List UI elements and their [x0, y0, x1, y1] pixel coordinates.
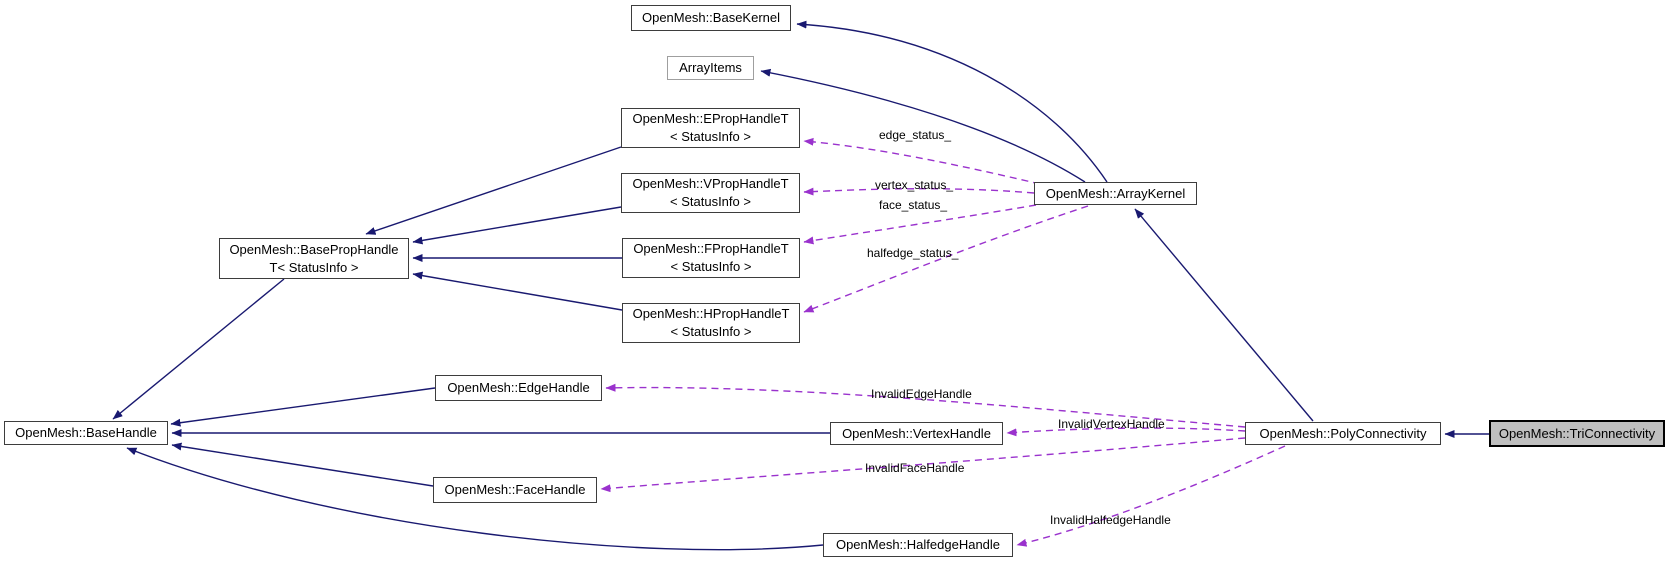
edge-baseprop-basehandle — [112, 278, 285, 420]
node-halfedgehandle-label: OpenMesh::HalfedgeHandle — [835, 537, 1001, 553]
edge-label-vertex-status: vertex_status_ — [875, 178, 954, 192]
edge-polyconnectivity-halfedgehandle-invalid — [1016, 445, 1286, 547]
edge-polyconnectivity-arraykernel — [1134, 208, 1314, 422]
edge-polyconnectivity-vertexhandle-invalid — [1006, 427, 1246, 437]
node-vprophandlet[interactable]: OpenMesh::VPropHandleT < StatusInfo > — [621, 173, 800, 213]
edge-eprop-baseprop — [365, 146, 622, 235]
edge-polyconnectivity-edgehandle-invalid — [605, 383, 1246, 428]
edge-label-invalid-vertex-handle: InvalidVertexHandle — [1058, 417, 1165, 431]
node-facehandle[interactable]: OpenMesh::FaceHandle — [433, 477, 597, 503]
node-baseprophandlet-label-line1: OpenMesh::BasePropHandle — [229, 241, 399, 257]
node-basehandle[interactable]: OpenMesh::BaseHandle — [4, 421, 168, 445]
edge-polyconnectivity-facehandle-invalid — [600, 437, 1246, 493]
node-triconnectivity: OpenMesh::TriConnectivity — [1489, 420, 1665, 447]
node-baseprophandlet-label-line2: T< StatusInfo > — [269, 259, 359, 275]
edge-arraykernel-hprop-halfedge-status — [803, 205, 1089, 313]
node-fprophandlet-label-line2: < StatusInfo > — [670, 259, 752, 274]
edge-arraykernel-arrayitems — [760, 68, 1086, 183]
node-hprophandlet[interactable]: OpenMesh::HPropHandleT < StatusInfo > — [622, 303, 800, 343]
node-arrayitems-label: ArrayItems — [679, 60, 742, 76]
node-arraykernel[interactable]: OpenMesh::ArrayKernel — [1034, 182, 1197, 205]
node-fprophandlet-label-line1: OpenMesh::FPropHandleT — [633, 241, 789, 257]
edge-hprop-baseprop — [412, 271, 623, 311]
edge-label-invalid-halfedge-handle: InvalidHalfedgeHandle — [1050, 513, 1171, 527]
node-vertexhandle-label: OpenMesh::VertexHandle — [842, 425, 991, 441]
node-vertexhandle[interactable]: OpenMesh::VertexHandle — [830, 422, 1003, 445]
node-polyconnectivity[interactable]: OpenMesh::PolyConnectivity — [1245, 422, 1441, 445]
node-triconnectivity-label: OpenMesh::TriConnectivity — [1498, 425, 1656, 441]
node-hprophandlet-label-line1: OpenMesh::HPropHandleT — [632, 306, 790, 322]
node-basehandle-label: OpenMesh::BaseHandle — [15, 425, 157, 441]
edge-label-invalid-face-handle: InvalidFaceHandle — [865, 461, 965, 475]
edge-label-invalid-edge-handle: InvalidEdgeHandle — [871, 387, 972, 401]
node-baseprophandlet[interactable]: OpenMesh::BasePropHandle T< StatusInfo > — [219, 238, 409, 279]
edge-arraykernel-fprop-face-status — [803, 204, 1037, 245]
node-arrayitems: ArrayItems — [667, 56, 754, 80]
edge-edgehandle-basehandle — [170, 387, 436, 427]
edge-halfedgehandle-basehandle — [126, 447, 824, 551]
node-facehandle-label: OpenMesh::FaceHandle — [444, 482, 586, 498]
edge-label-face-status: face_status_ — [879, 198, 948, 212]
node-halfedgehandle[interactable]: OpenMesh::HalfedgeHandle — [823, 533, 1013, 557]
edge-facehandle-basehandle — [171, 442, 434, 487]
edge-label-edge-status: edge_status_ — [879, 128, 952, 142]
node-vprophandlet-label-line2: < StatusInfo > — [670, 194, 751, 209]
node-hprophandlet-label-line2: < StatusInfo > — [670, 324, 752, 339]
node-polyconnectivity-label: OpenMesh::PolyConnectivity — [1259, 425, 1427, 441]
edge-arraykernel-eprop-edge-status — [803, 137, 1041, 185]
node-basekernel[interactable]: OpenMesh::BaseKernel — [631, 5, 791, 31]
node-edgehandle-label: OpenMesh::EdgeHandle — [447, 380, 590, 396]
node-edgehandle[interactable]: OpenMesh::EdgeHandle — [435, 375, 602, 401]
node-eprophandlet-label-line1: OpenMesh::EPropHandleT — [632, 111, 789, 127]
edge-label-halfedge-status: halfedge_status_ — [867, 246, 959, 260]
edge-vprop-baseprop — [412, 206, 622, 245]
node-arraykernel-label: OpenMesh::ArrayKernel — [1045, 185, 1186, 201]
node-eprophandlet[interactable]: OpenMesh::EPropHandleT < StatusInfo > — [621, 108, 800, 148]
node-vprophandlet-label-line1: OpenMesh::VPropHandleT — [632, 176, 789, 192]
node-fprophandlet[interactable]: OpenMesh::FPropHandleT < StatusInfo > — [622, 238, 800, 278]
node-eprophandlet-label-line2: < StatusInfo > — [670, 129, 751, 144]
node-basekernel-label: OpenMesh::BaseKernel — [641, 10, 781, 26]
edge-arraykernel-basekernel — [796, 20, 1108, 183]
edge-arraykernel-vprop-vertex-status — [803, 187, 1035, 196]
